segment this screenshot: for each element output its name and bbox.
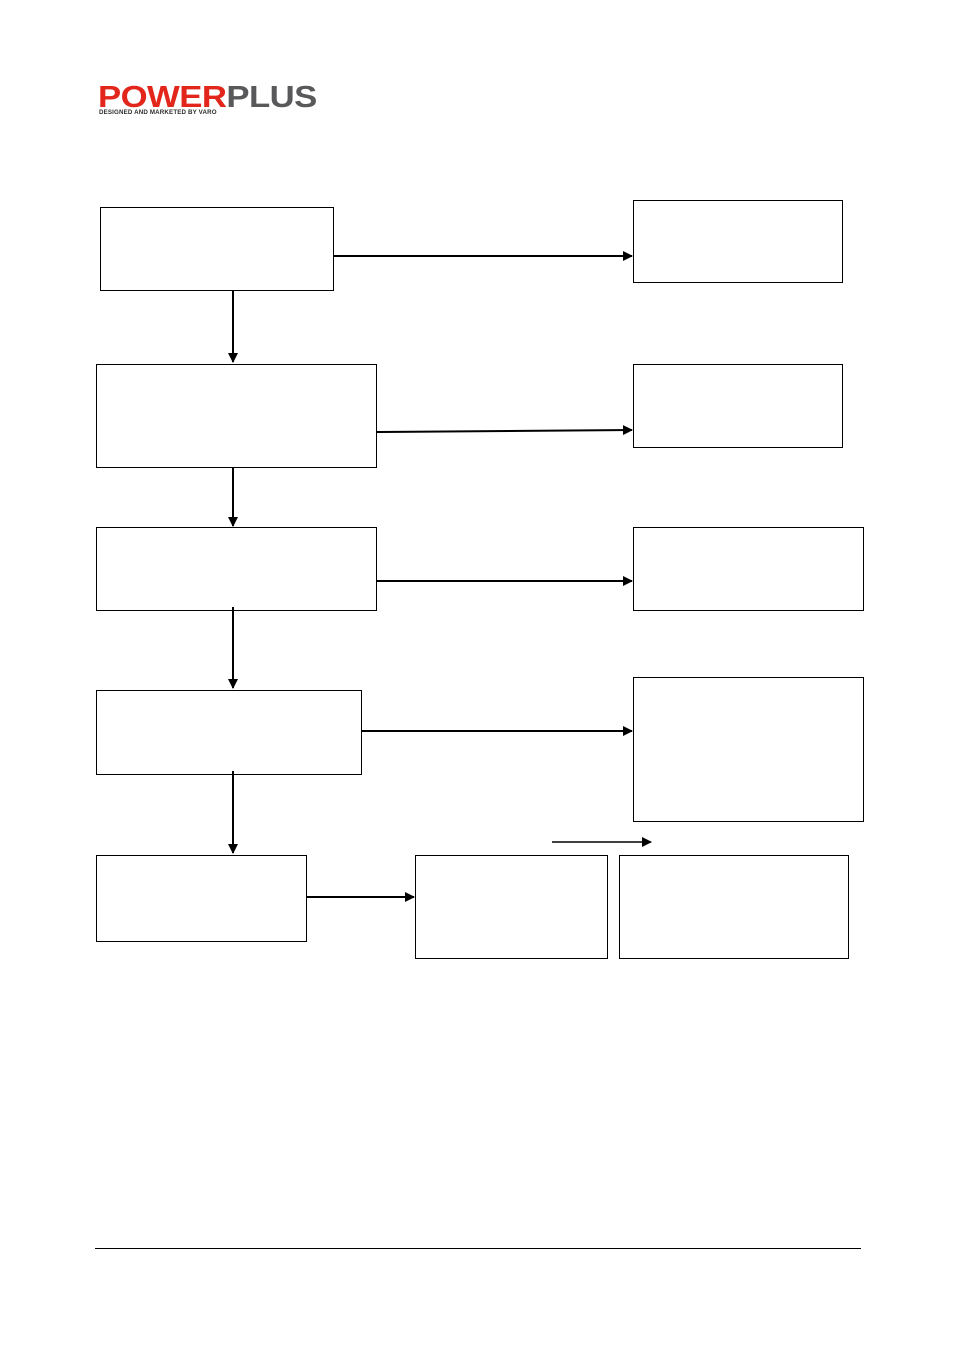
step-box-5 [96,855,307,942]
brand-wordmark: POWERPLUS [98,81,317,112]
brand-plus-text: PLUS [226,79,317,114]
brand-logo: POWERPLUS DESIGNED AND MARKETED BY VARO [98,81,368,118]
arrow-step2-to-outcome2 [376,425,633,436]
footer-divider [95,1248,861,1249]
brand-tagline: DESIGNED AND MARKETED BY VARO [99,109,217,116]
step-box-4 [96,690,362,775]
outcome-box-5 [415,855,608,959]
step-box-2 [96,364,377,468]
outcome-box-6 [619,855,849,959]
step-box-1 [100,207,334,291]
outcome-box-2 [633,364,843,448]
step-box-3 [96,527,377,611]
outcome-box-1 [633,200,843,283]
outcome-box-4 [633,677,864,822]
outcome-box-3 [633,527,864,611]
brand-power-text: POWER [98,79,227,114]
